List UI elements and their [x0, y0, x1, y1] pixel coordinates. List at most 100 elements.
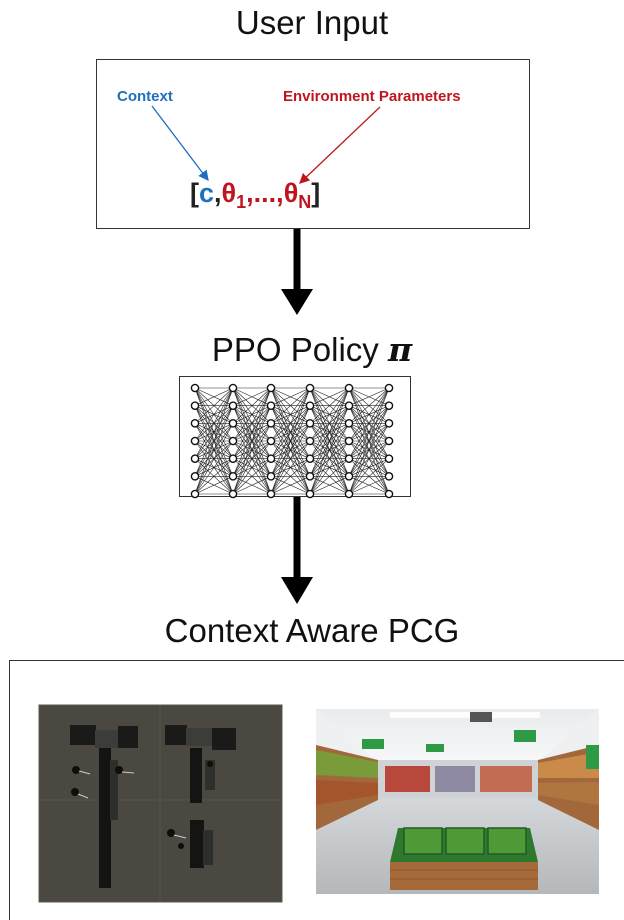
network-connection [194, 405, 234, 495]
network-node [228, 401, 238, 410]
supermarket-scene-image [316, 709, 599, 894]
network-node [305, 436, 315, 446]
network-connection [309, 387, 350, 442]
network-connection [348, 387, 390, 495]
network-connection [348, 387, 390, 406]
network-node [228, 454, 238, 463]
network-node [228, 489, 238, 499]
user-input-box [96, 59, 530, 229]
network-connection [270, 476, 311, 495]
network-connection [194, 387, 234, 442]
network-node [190, 401, 200, 410]
context-pointer-line [151, 105, 209, 182]
network-node [344, 419, 354, 428]
network-node [305, 472, 315, 481]
network-node [384, 419, 394, 428]
network-connection [232, 387, 272, 442]
network-connection [194, 387, 234, 477]
formula-comma: , [214, 178, 222, 208]
network-connection [232, 387, 272, 406]
network-connection [348, 387, 390, 442]
network-node [266, 436, 276, 446]
network-node [266, 472, 276, 481]
down-arrow-2 [281, 497, 313, 604]
theta-n-subscript: N [298, 192, 312, 212]
network-node [344, 489, 354, 499]
network-node [190, 472, 200, 481]
network-connection [232, 387, 272, 495]
network-connection [232, 440, 272, 495]
network-node [384, 489, 394, 499]
network-connection [348, 387, 390, 424]
network-connection [194, 387, 234, 495]
network-node [228, 383, 238, 393]
network-node [266, 454, 276, 463]
network-node [344, 454, 354, 463]
network-node [305, 401, 315, 410]
network-connection [309, 476, 350, 495]
network-connection [348, 423, 390, 495]
network-connection [270, 423, 311, 495]
pcg-title: Context Aware PCG [164, 612, 460, 649]
network-connection [270, 405, 311, 495]
environment-parameters-label: Environment Parameters [283, 88, 461, 105]
network-connection [232, 476, 272, 495]
network-node [190, 454, 200, 463]
network-connection [309, 387, 350, 495]
network-connection [232, 405, 272, 495]
network-node [266, 489, 276, 499]
network-node [266, 419, 276, 428]
formula-open-bracket: [ [190, 178, 199, 208]
network-connection [232, 387, 272, 459]
network-connection [270, 387, 311, 442]
network-connection [348, 387, 390, 459]
network-node [190, 419, 200, 428]
network-node [384, 454, 394, 463]
network-connection [348, 405, 390, 495]
theta-1-symbol: θ [221, 178, 237, 208]
formula-theta-1: θ1 [221, 178, 247, 212]
network-connection [232, 387, 272, 424]
network-connection [348, 476, 390, 495]
network-connection [348, 440, 390, 495]
ppo-policy-title: PPO Policy π [0, 330, 624, 369]
context-label: Context [117, 88, 173, 105]
neural-network-graphic [190, 383, 394, 499]
user-input-title: User Input [235, 4, 389, 41]
network-connection [309, 440, 350, 495]
network-connection [270, 387, 311, 459]
network-node [344, 401, 354, 410]
network-connection [309, 387, 350, 477]
theta-n-symbol: θ [283, 178, 299, 208]
network-connection [232, 387, 272, 477]
network-node [228, 419, 238, 428]
network-node [305, 419, 315, 428]
env-pointer-line [299, 106, 381, 184]
down-arrow-1 [281, 229, 313, 315]
network-connection [270, 387, 311, 406]
network-node [266, 401, 276, 410]
top-down-scene-image [38, 704, 283, 903]
network-node [266, 383, 276, 393]
network-node [344, 383, 354, 393]
network-connection [309, 387, 350, 424]
network-node [228, 472, 238, 481]
network-node [384, 383, 394, 393]
network-connection [309, 405, 350, 495]
network-connection [194, 476, 234, 495]
network-connection [194, 440, 234, 495]
network-node [305, 454, 315, 463]
network-node [384, 401, 394, 410]
formula-theta-n: θN [283, 178, 312, 212]
network-connection [270, 387, 311, 477]
network-connection [194, 387, 234, 424]
network-connection [270, 387, 311, 424]
network-connection [232, 458, 272, 495]
network-connection [194, 387, 234, 406]
network-node [305, 383, 315, 393]
network-node [190, 383, 200, 393]
network-connection [270, 458, 311, 495]
pi-symbol: π [387, 330, 413, 369]
network-connection [232, 423, 272, 495]
formula-close-bracket: ] [311, 178, 321, 208]
